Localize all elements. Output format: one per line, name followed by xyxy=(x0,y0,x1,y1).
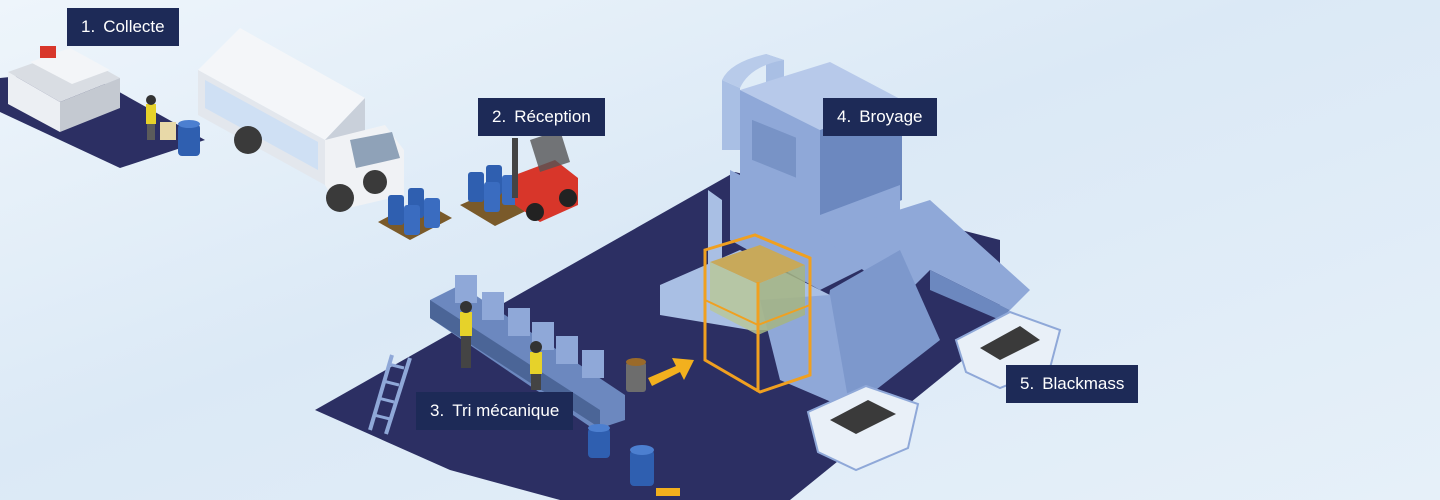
bin-icon xyxy=(806,384,920,472)
step-name: Tri mécanique xyxy=(452,401,560,420)
arrow-icon xyxy=(656,488,680,496)
step-label-reception: 2. Réception xyxy=(478,98,605,136)
step-number: 4. xyxy=(837,107,852,126)
worker-icon xyxy=(530,341,542,390)
barrel-icon xyxy=(588,424,610,458)
bin-icon xyxy=(626,358,646,392)
cage-icon xyxy=(703,233,812,394)
step-label-tri-mecanique: 3. Tri mécanique xyxy=(416,392,574,430)
forklift-icon xyxy=(460,130,578,226)
step-number: 3. xyxy=(430,401,445,420)
arrow-icon xyxy=(648,358,694,386)
ladder-icon xyxy=(368,354,412,435)
step-number: 5. xyxy=(1020,374,1035,393)
step-name: Réception xyxy=(514,107,591,126)
step-number: 2. xyxy=(492,107,507,126)
truck-icon xyxy=(198,28,404,212)
step-name: Blackmass xyxy=(1042,374,1125,393)
step-number: 1. xyxy=(81,17,96,36)
shop-icon xyxy=(8,46,120,132)
barrel-icon xyxy=(178,120,200,156)
worker-icon xyxy=(460,301,472,368)
worker-icon xyxy=(146,95,176,140)
step-label-collecte: 1. Collecte xyxy=(67,8,179,46)
barrel-pallet-icon xyxy=(378,188,452,240)
barrel-icon xyxy=(630,445,654,486)
step-label-blackmass: 5. Blackmass xyxy=(1006,365,1139,403)
step-name: Collecte xyxy=(103,17,165,36)
step-label-broyage: 4. Broyage xyxy=(823,98,937,136)
step-name: Broyage xyxy=(859,107,923,126)
